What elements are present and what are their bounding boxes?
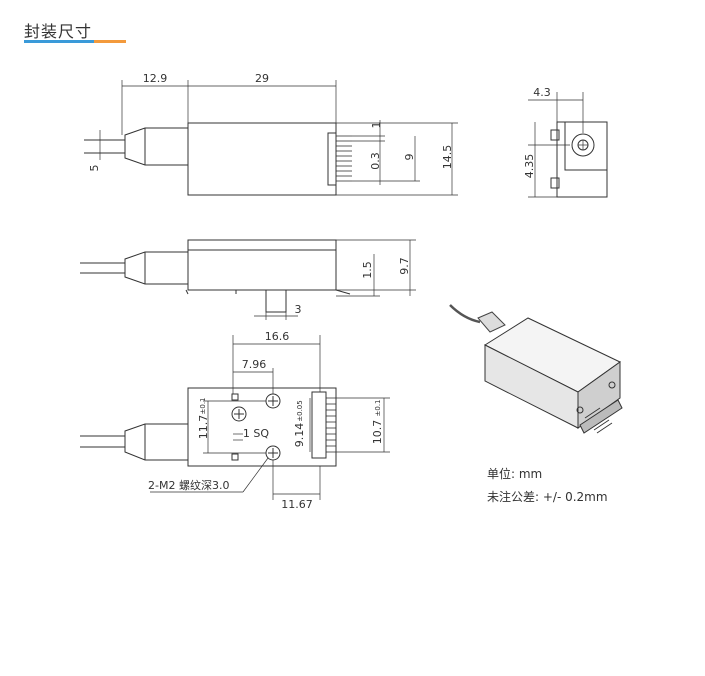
title-underline-orange [94, 40, 126, 43]
dim-pin-span: 9 [403, 154, 416, 161]
dim-hole-offset: 7.96 [242, 358, 267, 371]
dim-body-width: 14.5 [441, 145, 454, 170]
dim-hole-span: 16.6 [265, 330, 290, 343]
dim-hole-spacing: 11.7 [197, 415, 210, 440]
bottom-view [80, 335, 390, 500]
dim-end-width: 4.3 [533, 86, 551, 99]
dim-pin-pitch: 1 [370, 122, 383, 129]
dim-sq: 1 SQ [243, 427, 269, 440]
dim-hole-spacing-tol: ±0.1 [199, 398, 207, 415]
title-underline-blue [24, 40, 94, 43]
dim-end-height: 4.35 [523, 154, 536, 179]
dim-pin-row: 9.14 [293, 423, 306, 448]
dim-pin-length-tol: ±0.1 [374, 400, 382, 417]
unit-note: 单位: mm [487, 466, 542, 481]
dim-side-height: 9.7 [398, 257, 411, 275]
isometric-view [449, 304, 623, 434]
top-view [84, 80, 458, 196]
dim-side-post: 3 [295, 303, 302, 316]
dim-side-base: 1.5 [361, 261, 374, 279]
dim-pin-length: 10.7 [371, 420, 384, 445]
dim-pin-offset: 0.3 [369, 152, 382, 170]
tolerance-note: 未注公差: +/- 0.2mm [487, 489, 608, 504]
dim-body-length: 29 [255, 72, 269, 85]
dim-fiber-dia: 5 [88, 165, 101, 172]
dim-edge: 11.67 [281, 498, 313, 511]
dim-fiber-length: 12.9 [143, 72, 168, 85]
page-title: 封装尺寸 [24, 22, 93, 41]
dim-pin-row-tol: ±0.05 [296, 400, 304, 421]
side-view [80, 239, 416, 320]
thread-note: 2-M2 螺纹深3.0 [148, 478, 229, 492]
end-view [528, 92, 608, 198]
